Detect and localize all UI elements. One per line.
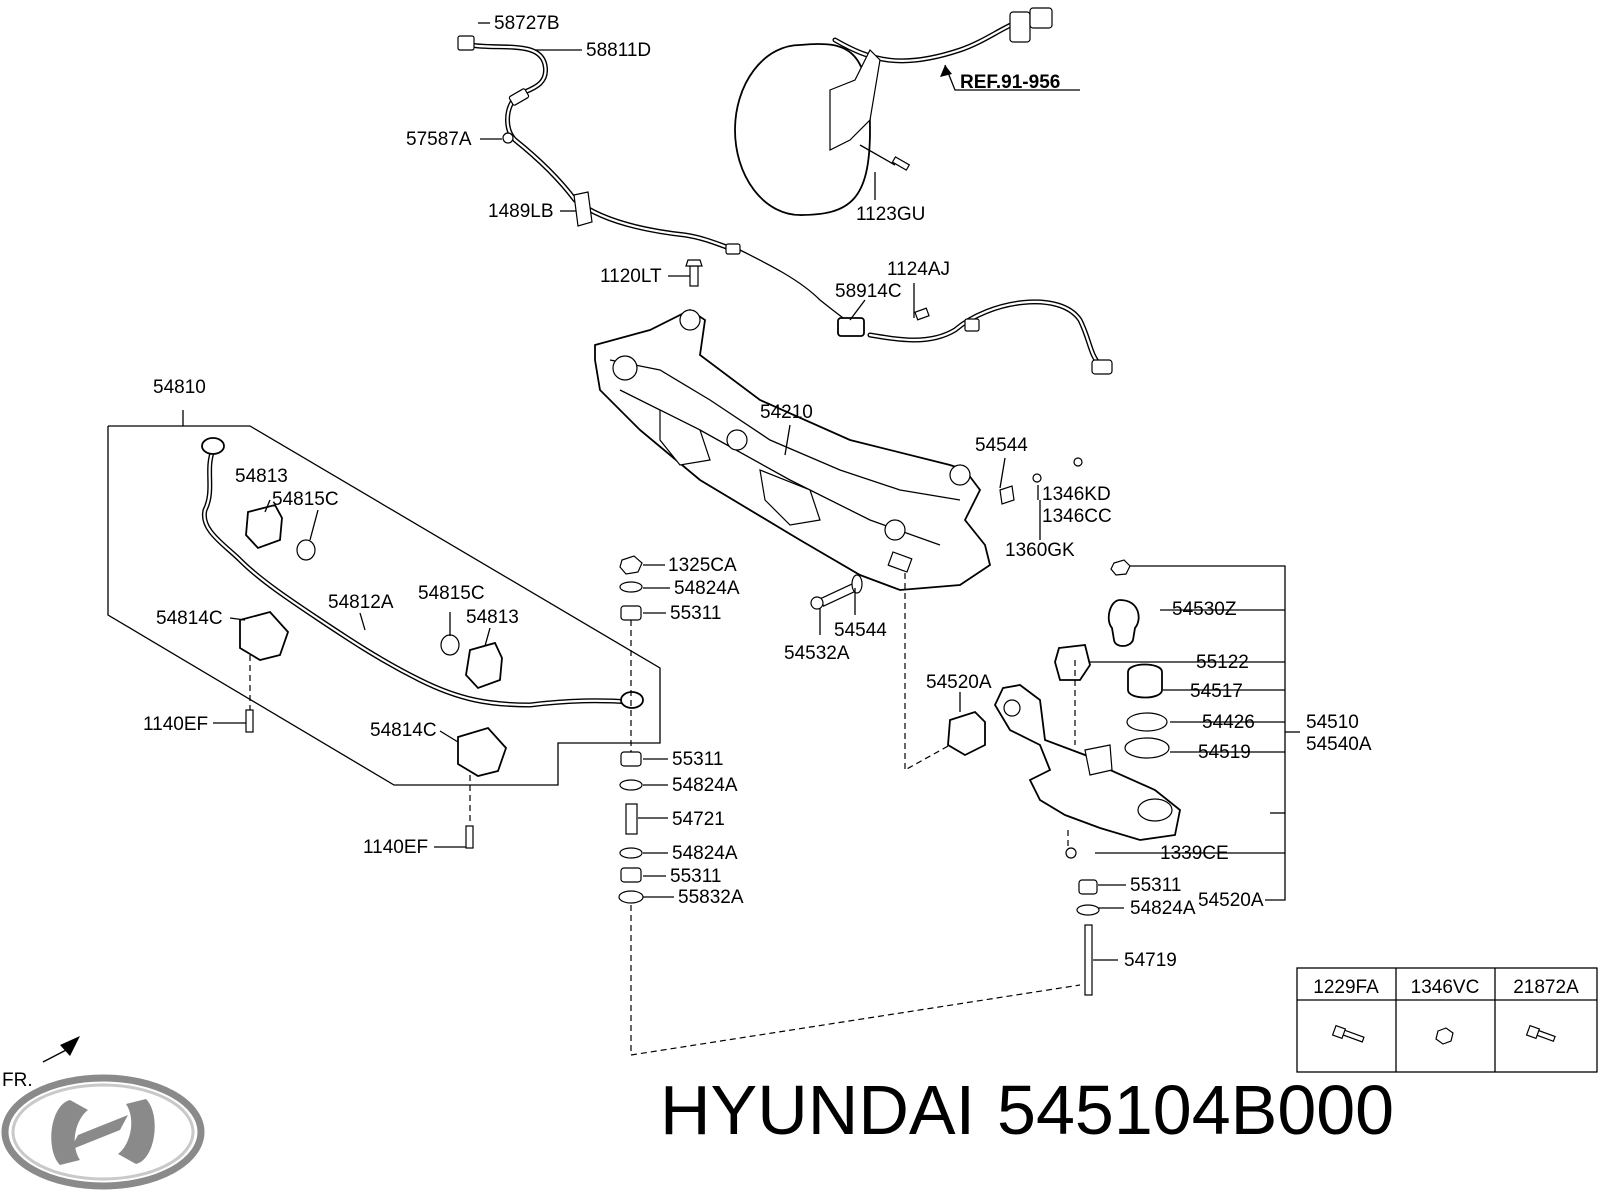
label-1346CC: 1346CC: [1042, 506, 1112, 527]
label-54815C-top: 54815C: [272, 489, 339, 510]
leader-lines: [42, 22, 1126, 1063]
label-55311-3: 55311: [670, 866, 721, 887]
label-54719: 54719: [1124, 950, 1177, 971]
stabilizer-link-stack: [618, 555, 1081, 1056]
label-1140EF-top: 1140EF: [143, 714, 208, 735]
label-58727B: 58727B: [494, 13, 560, 34]
label-54814C-top: 54814C: [156, 608, 223, 629]
assembly-bracket-54510: [1090, 565, 1300, 901]
hyundai-logo: [1, 1074, 205, 1190]
label-54544-bottom: 54544: [834, 620, 887, 641]
label-55311-4: 55311: [1130, 875, 1181, 896]
label-54540A: 54540A: [1306, 734, 1372, 755]
label-54210: 54210: [760, 402, 813, 423]
label-54812A: 54812A: [328, 592, 394, 613]
label-54520A-bottom: 54520A: [1198, 890, 1264, 911]
brand-make: HYUNDAI: [660, 1071, 976, 1149]
stabilizer-bar-group: [107, 410, 661, 849]
label-1489LB: 1489LB: [488, 201, 554, 222]
label-1120LT: 1120LT: [600, 266, 662, 287]
label-54813-top: 54813: [235, 466, 288, 487]
label-54426: 54426: [1202, 712, 1255, 733]
label-54814C-bottom: 54814C: [370, 720, 437, 741]
brake-drum-assembly: [734, 7, 1080, 216]
label-54810: 54810: [153, 377, 206, 398]
label-58811D: 58811D: [586, 40, 651, 61]
label-54544-top: 54544: [975, 435, 1028, 456]
label-front-direction: FR.: [2, 1070, 33, 1091]
part-labels: 58727B 58811D 57587A 1489LB REF.91-956 1…: [2, 13, 1372, 1091]
fastener-legend-table: 1229FA 1346VC 21872A: [1296, 967, 1598, 1073]
bolt-1229fa-icon: [1331, 1024, 1365, 1043]
label-54813-mid: 54813: [466, 607, 519, 628]
label-ref-91-956: REF.91-956: [960, 72, 1060, 93]
label-54824A-3: 54824A: [672, 843, 738, 864]
lower-arm-assembly: [904, 559, 1181, 996]
label-1140EF-bottom: 1140EF: [363, 837, 428, 858]
label-54824A-1: 54824A: [674, 578, 740, 599]
label-58914C: 58914C: [835, 281, 902, 302]
label-1360GK: 1360GK: [1005, 540, 1075, 561]
label-54532A: 54532A: [784, 643, 850, 664]
label-54520A-top: 54520A: [926, 672, 992, 693]
legend-header-21872a: 21872A: [1513, 977, 1579, 998]
label-1124AJ: 1124AJ: [887, 259, 950, 280]
legend-header-1346vc: 1346VC: [1411, 977, 1480, 998]
label-1325CA: 1325CA: [668, 555, 737, 576]
label-55311-2: 55311: [672, 749, 723, 770]
label-54824A-2: 54824A: [672, 775, 738, 796]
label-1346KD: 1346KD: [1042, 484, 1111, 505]
subframe-crossmember: [594, 308, 992, 591]
label-54824A-4: 54824A: [1130, 898, 1196, 919]
label-54519: 54519: [1198, 742, 1251, 763]
label-55832A: 55832A: [678, 887, 744, 908]
legend-header-1229fa: 1229FA: [1313, 977, 1379, 998]
label-54530Z: 54530Z: [1172, 599, 1237, 620]
label-1123GU: 1123GU: [856, 204, 925, 225]
label-54510: 54510: [1306, 712, 1359, 733]
bolt-21872a-icon: [1525, 1024, 1556, 1043]
brand-part-number-title: HYUNDAI 545104B000: [660, 1070, 1416, 1150]
label-57587A: 57587A: [406, 129, 472, 150]
label-55311-1: 55311: [670, 603, 721, 624]
nut-1346vc-icon: [1435, 1027, 1454, 1045]
label-54517: 54517: [1190, 681, 1243, 702]
label-1339CE: 1339CE: [1160, 843, 1229, 864]
label-54721: 54721: [672, 809, 725, 830]
part-number: 545104B000: [997, 1071, 1395, 1149]
label-54815C-mid: 54815C: [418, 583, 485, 604]
label-55122: 55122: [1196, 652, 1249, 673]
